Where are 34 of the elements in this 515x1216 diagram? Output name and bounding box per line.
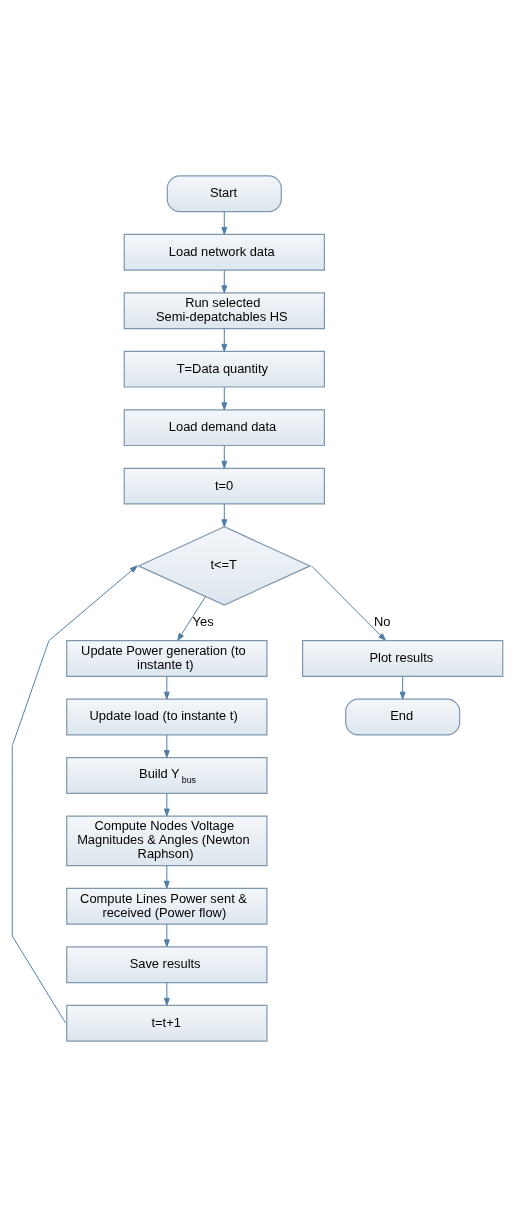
- node-box: Compute Nodes Voltage Magnitudes & Angles (Newton Raphson): [66, 815, 268, 866]
- node-box: Plot results: [302, 639, 504, 677]
- arrow: [221, 386, 228, 410]
- arrow: [399, 675, 406, 700]
- node-box: Build Y$_{bus}$: [66, 756, 268, 794]
- node-box: Compute Lines Power sent & received (Power flow): [66, 887, 268, 925]
- edge-label: No: [373, 613, 391, 629]
- node-box: Run selected Semi-depatchables HS: [123, 291, 325, 329]
- arrow: [163, 792, 170, 816]
- arrow: [163, 733, 170, 758]
- arrow: [221, 269, 228, 293]
- node-box: T=Data quantity: [123, 350, 325, 388]
- arrow: [163, 981, 170, 1006]
- arrow: [11, 564, 138, 1024]
- node-box: Update load (to instante t): [66, 698, 268, 735]
- edge-label: Yes: [192, 613, 214, 629]
- arrow: [163, 864, 170, 889]
- arrow: [221, 210, 228, 235]
- arrow: [163, 675, 170, 700]
- arrow: [177, 595, 206, 641]
- node-box: Start: [166, 174, 282, 212]
- node-box: Update Power generation (to instante t): [66, 639, 268, 677]
- node-box: t=t+1: [66, 1004, 268, 1042]
- arrow: [221, 503, 228, 527]
- node-box: Load demand data: [123, 408, 325, 446]
- arrow: [163, 923, 170, 947]
- arrow: [311, 564, 387, 641]
- node-box: End: [345, 698, 461, 735]
- node-box: Load network data: [123, 233, 325, 271]
- node-box: t=0: [123, 467, 325, 505]
- node-box: Save results: [66, 945, 268, 983]
- arrow: [221, 327, 228, 352]
- node-diamond: t<=T: [137, 525, 312, 606]
- arrow: [221, 444, 228, 469]
